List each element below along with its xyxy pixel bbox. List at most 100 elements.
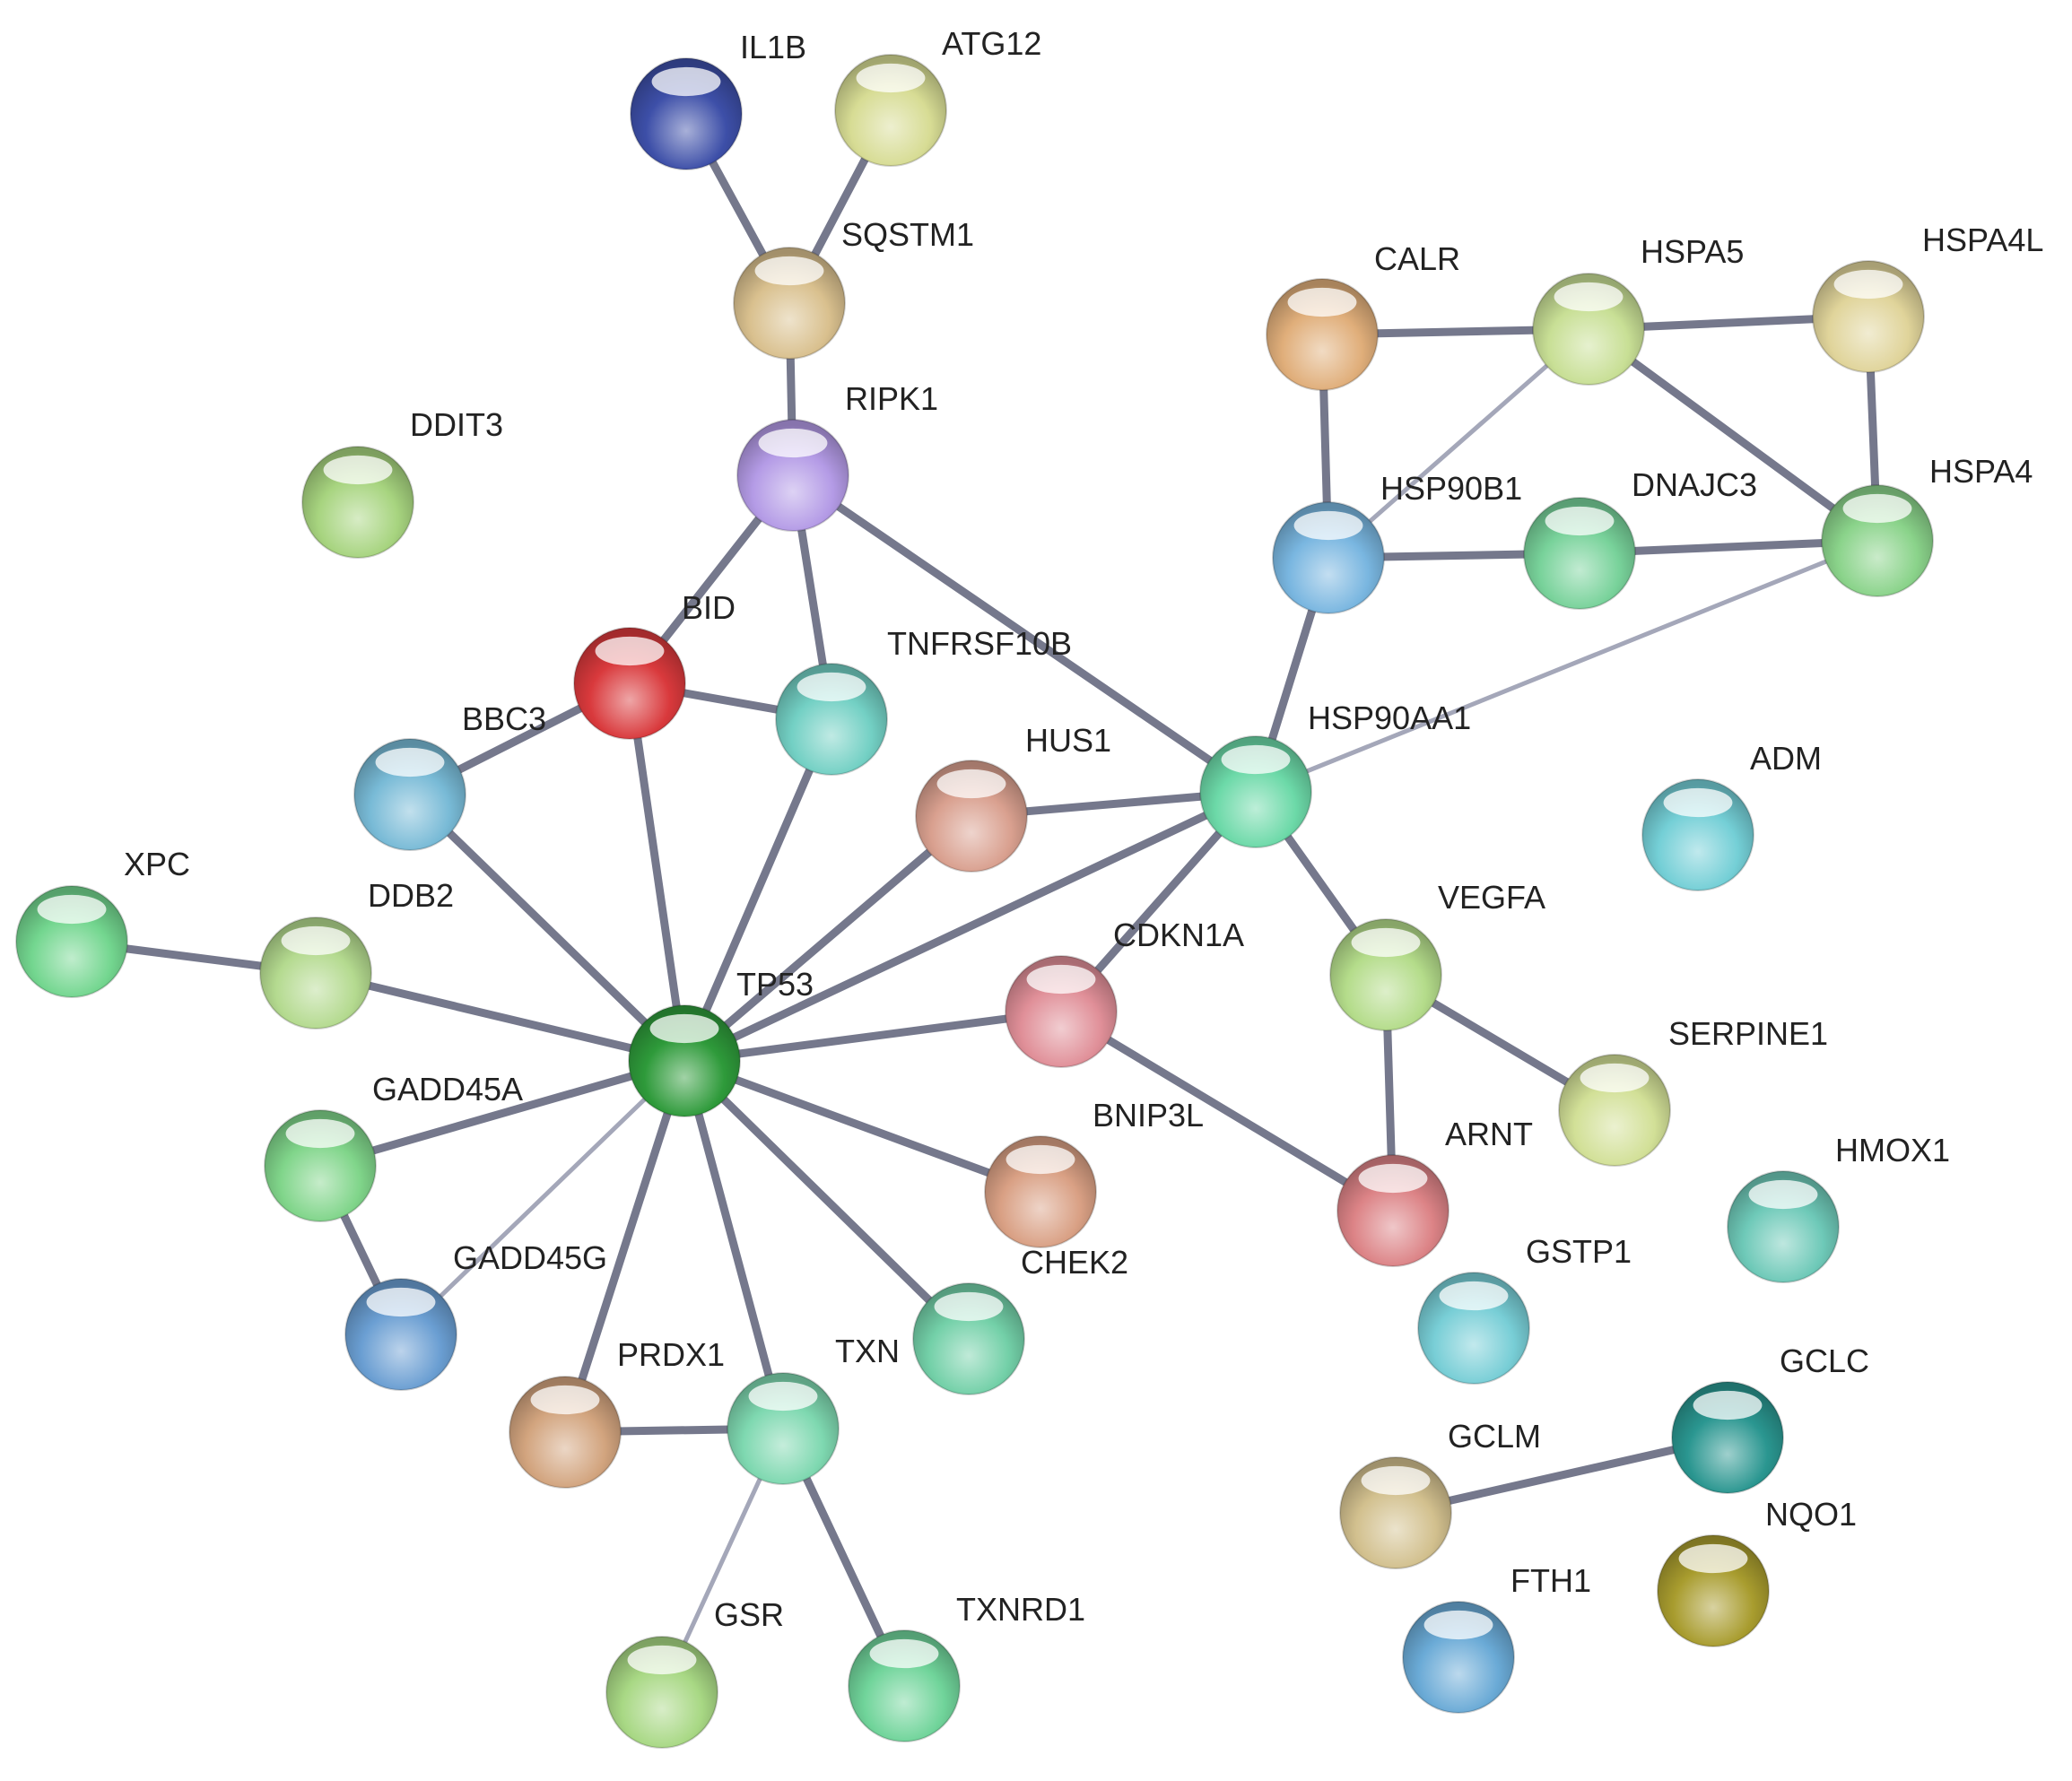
node-highlight	[285, 1118, 355, 1149]
node-fth1[interactable]: FTH1	[1402, 1562, 1591, 1714]
node-label: VEGFA	[1438, 879, 1545, 916]
node-gstp1[interactable]: GSTP1	[1417, 1233, 1632, 1385]
node-nqo1[interactable]: NQO1	[1657, 1496, 1857, 1647]
node-hspa4[interactable]: HSPA4	[1821, 453, 2033, 597]
node-highlight	[1006, 1144, 1075, 1175]
node-cdkn1a[interactable]: CDKN1A	[1005, 917, 1244, 1068]
node-highlight	[595, 636, 665, 666]
node-highlight	[323, 455, 393, 485]
node-highlight	[936, 769, 1006, 799]
node-txn[interactable]: TXN	[727, 1333, 900, 1485]
edge-bbc3-tp53	[405, 790, 689, 1065]
edge-cdkn1a-arnt	[1057, 1007, 1397, 1215]
node-label: CHEK2	[1021, 1244, 1128, 1281]
node-highlight	[281, 925, 351, 956]
edge-hspa5-hsp90b1	[1326, 326, 1591, 560]
node-tnfrsf10b[interactable]: TNFRSF10B	[775, 625, 1072, 776]
node-hsp90b1[interactable]: HSP90B1	[1272, 470, 1522, 614]
node-sqstm1[interactable]: SQSTM1	[733, 216, 974, 360]
node-serpine1[interactable]: SERPINE1	[1558, 1015, 1828, 1167]
edge-tp53-txn	[680, 1056, 788, 1433]
node-highlight	[1026, 964, 1096, 995]
node-label: TXN	[835, 1333, 900, 1369]
node-label: CALR	[1374, 240, 1460, 277]
node-label: TXNRD1	[956, 1591, 1085, 1628]
node-label: HSP90B1	[1380, 470, 1522, 507]
edge-cdkn1a-tp53	[680, 1007, 1066, 1065]
node-arnt[interactable]: ARNT	[1336, 1116, 1533, 1267]
edge-tp53-chek2	[680, 1056, 973, 1343]
node-label: HSPA5	[1641, 233, 1744, 270]
edge-hspa5-hspa4	[1584, 325, 1882, 545]
node-highlight	[748, 1381, 818, 1412]
node-gclm[interactable]: GCLM	[1339, 1418, 1541, 1569]
node-label: IL1B	[740, 29, 806, 65]
node-atg12[interactable]: ATG12	[834, 25, 1041, 167]
edge-ripk1-hsp90aa1	[788, 471, 1260, 796]
node-calr[interactable]: CALR	[1266, 240, 1460, 391]
node-gclc[interactable]: GCLC	[1671, 1342, 1869, 1494]
node-highlight	[1663, 787, 1733, 818]
node-gsr[interactable]: GSR	[605, 1596, 784, 1749]
node-label: GADD45A	[372, 1071, 523, 1108]
node-highlight	[1287, 287, 1357, 317]
node-bnip3l[interactable]: BNIP3L	[984, 1097, 1204, 1248]
node-highlight	[1842, 493, 1912, 524]
node-highlight	[1693, 1390, 1763, 1420]
node-tp53[interactable]: TP53	[628, 966, 814, 1117]
node-ddit3[interactable]: DDIT3	[301, 406, 503, 559]
node-highlight	[797, 672, 866, 702]
node-highlight	[1678, 1543, 1748, 1574]
node-gadd45g[interactable]: GADD45G	[344, 1239, 607, 1391]
edge-hspa4-hsp90aa1	[1253, 538, 1880, 795]
node-label: FTH1	[1510, 1562, 1591, 1599]
node-dnajc3[interactable]: DNAJC3	[1523, 466, 1757, 610]
node-highlight	[1833, 269, 1903, 300]
node-highlight	[530, 1385, 600, 1415]
node-bbc3[interactable]: BBC3	[353, 700, 546, 851]
node-label: GSTP1	[1526, 1233, 1632, 1270]
node-highlight	[758, 428, 828, 458]
node-label: DDIT3	[410, 406, 503, 443]
node-label: SQSTM1	[841, 216, 974, 253]
node-highlight	[1361, 1465, 1431, 1496]
node-highlight	[869, 1638, 939, 1669]
node-highlight	[1221, 744, 1291, 775]
node-label: GCLM	[1448, 1418, 1541, 1455]
node-label: DDB2	[368, 877, 454, 914]
node-highlight	[1580, 1063, 1650, 1093]
node-hmox1[interactable]: HMOX1	[1727, 1132, 1950, 1283]
node-chek2[interactable]: CHEK2	[912, 1244, 1128, 1395]
node-ripk1[interactable]: RIPK1	[736, 380, 938, 532]
node-hspa4l[interactable]: HSPA4L	[1812, 222, 2043, 373]
node-hsp90aa1[interactable]: HSP90AA1	[1199, 699, 1471, 848]
node-highlight	[856, 63, 926, 93]
node-label: TP53	[736, 966, 814, 1003]
node-vegfa[interactable]: VEGFA	[1329, 879, 1545, 1031]
node-highlight	[1358, 1163, 1428, 1194]
node-label: XPC	[124, 846, 190, 882]
node-label: HSPA4L	[1922, 222, 2043, 258]
node-ddb2[interactable]: DDB2	[259, 877, 454, 1030]
node-prdx1[interactable]: PRDX1	[509, 1336, 725, 1489]
edge-hsp90aa1-tp53	[680, 787, 1260, 1065]
node-hspa5[interactable]: HSPA5	[1532, 233, 1744, 386]
node-bid[interactable]: BID	[573, 589, 736, 740]
node-highlight	[934, 1291, 1004, 1322]
node-txnrd1[interactable]: TXNRD1	[848, 1591, 1085, 1742]
node-highlight	[627, 1645, 697, 1675]
node-label: ADM	[1750, 740, 1822, 777]
node-label: CDKN1A	[1113, 917, 1244, 953]
node-label: NQO1	[1765, 1496, 1857, 1533]
node-highlight	[366, 1287, 436, 1317]
node-label: TNFRSF10B	[887, 625, 1072, 662]
node-adm[interactable]: ADM	[1641, 740, 1822, 891]
node-hus1[interactable]: HUS1	[915, 722, 1111, 873]
node-xpc[interactable]: XPC	[15, 846, 190, 998]
node-highlight	[1439, 1281, 1509, 1311]
node-label: HSP90AA1	[1308, 699, 1471, 736]
node-highlight	[651, 66, 721, 97]
node-il1b[interactable]: IL1B	[630, 29, 806, 170]
node-gadd45a[interactable]: GADD45A	[264, 1071, 523, 1222]
